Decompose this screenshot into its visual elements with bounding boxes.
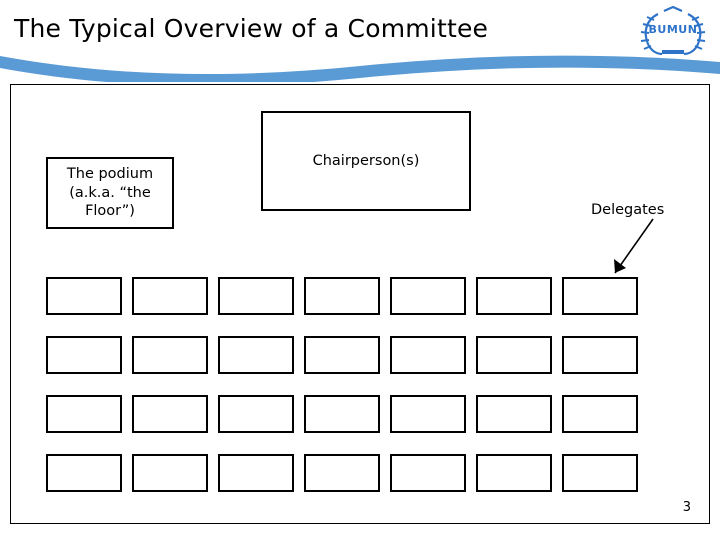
delegate-seat: [46, 277, 122, 315]
delegate-seat: [304, 395, 380, 433]
delegate-seat: [218, 395, 294, 433]
delegate-seat: [476, 277, 552, 315]
delegate-seat: [304, 336, 380, 374]
delegate-seat: [476, 395, 552, 433]
delegate-seat: [218, 277, 294, 315]
delegate-seat: [562, 277, 638, 315]
delegate-seat: [46, 395, 122, 433]
seat-grid: [46, 277, 676, 507]
delegate-seat: [390, 454, 466, 492]
delegates-label: Delegates: [591, 202, 665, 218]
delegate-seat: [132, 277, 208, 315]
delegate-seat: [132, 336, 208, 374]
bumun-logo: BUMUN: [634, 5, 712, 58]
delegate-seat: [390, 277, 466, 315]
chairperson-box: Chairperson(s): [261, 111, 471, 211]
delegate-seat: [304, 277, 380, 315]
delegate-seat: [46, 336, 122, 374]
delegate-seat: [218, 336, 294, 374]
wave-divider-decoration: [0, 55, 720, 82]
delegate-seat: [562, 454, 638, 492]
podium-label: The podium (a.k.a. “the Floor”): [63, 165, 157, 221]
podium-box: The podium (a.k.a. “the Floor”): [46, 157, 174, 229]
delegate-seat: [132, 395, 208, 433]
delegate-seat: [476, 454, 552, 492]
page-number: 3: [682, 500, 691, 515]
laurel-wreath-icon: [640, 5, 706, 56]
delegate-seat: [562, 395, 638, 433]
page-title: The Typical Overview of a Committee: [14, 14, 489, 43]
delegate-seat: [218, 454, 294, 492]
delegate-seat: [46, 454, 122, 492]
chairperson-label: Chairperson(s): [312, 153, 420, 169]
delegate-seat: [304, 454, 380, 492]
podium-label-line1: The podium: [66, 166, 154, 183]
logo-text: BUMUN: [648, 23, 698, 36]
delegate-seat: [390, 395, 466, 433]
delegates-arrow-icon: [614, 218, 654, 274]
diagram-frame: The podium (a.k.a. “the Floor”) Chairper…: [10, 84, 710, 524]
delegate-seat: [132, 454, 208, 492]
podium-label-line2: (a.k.a. “the: [69, 184, 151, 201]
delegate-seat: [390, 336, 466, 374]
delegate-seat: [562, 336, 638, 374]
podium-label-line3: Floor”): [85, 203, 135, 220]
delegate-seat: [476, 336, 552, 374]
